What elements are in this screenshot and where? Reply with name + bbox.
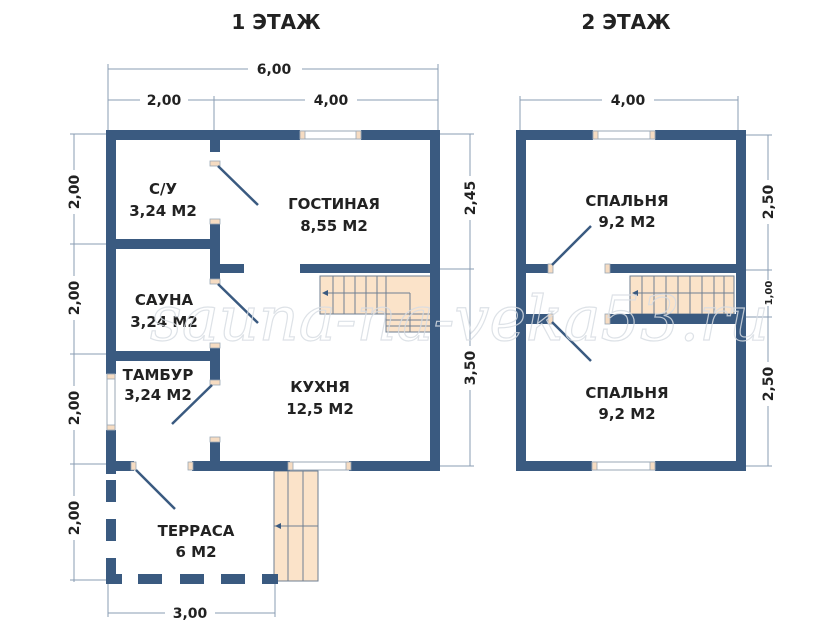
dim-label-right-2: 1,00 [764,281,775,306]
room-name-sauna: САУНА [135,291,194,309]
room-name-tambour: ТАМБУР [123,366,194,384]
room-area-bedroom-1: 9,2 М2 [598,213,655,231]
dim-label-right-2: 3,50 [463,350,479,385]
window [591,461,656,471]
floor-1-interior-stair [319,275,433,333]
dim-label-top-right: 4,00 [314,93,349,109]
dim-label-top-left: 2,00 [147,93,182,109]
room-area-living: 8,55 М2 [300,217,368,235]
door-sauna [217,283,259,324]
room-name-living: ГОСТИНАЯ [288,195,380,213]
room-name-bedroom-1: СПАЛЬНЯ [585,192,668,210]
floor-1-rooms: С/У 3,24 М2 ГОСТИНАЯ 8,55 М2 САУНА 3,24 … [123,180,380,561]
room-area-sauna: 3,24 М2 [130,313,198,331]
floor-2-windows [547,130,656,471]
stair-arrow-icon [275,523,281,529]
dim-label-right-3: 2,50 [761,366,777,401]
dim-label-top-total: 6,00 [257,62,292,78]
window [299,130,362,140]
floor-2-stair [629,275,735,315]
floor-2-rooms: СПАЛЬНЯ 9,2 М2 СПАЛЬНЯ 9,2 М2 [585,192,668,423]
door-terrace [135,469,176,510]
dim-label-left-4: 2,00 [67,500,83,535]
room-name-bedroom-2: СПАЛЬНЯ [585,384,668,402]
dim-label-left-2: 2,00 [67,280,83,315]
floor-1-windows [106,130,362,471]
floor-1-doors [135,165,259,510]
door-bathroom [217,165,259,206]
dim-label-left-3: 2,00 [67,390,83,425]
room-name-terrace: ТЕРРАСА [158,522,235,540]
dim-label-top: 4,00 [611,93,646,109]
room-area-bathroom: 3,24 М2 [129,202,197,220]
door-bedroom-1 [551,225,592,266]
window [592,130,656,140]
room-name-kitchen: КУХНЯ [290,378,350,396]
room-name-bathroom: С/У [149,180,177,198]
floor-2-doors [551,225,592,362]
window [106,373,116,431]
floor-1-terrace-stair [273,470,319,582]
floor-2-walls [516,130,746,471]
floor-1-walls [106,130,440,584]
window [289,461,350,471]
room-area-terrace: 6 М2 [175,543,216,561]
floor-2-dimensions: 4,00 2,50 1,00 2,50 [519,91,777,467]
room-area-kitchen: 12,5 М2 [286,400,354,418]
dim-label-right-1: 2,45 [463,181,479,216]
dim-label-bottom: 3,00 [173,606,208,622]
dim-label-right-1: 2,50 [761,184,777,219]
stair-arrow-icon [632,290,638,296]
watermark: sauna-na-veka53.ru [150,282,769,355]
dim-label-left-1: 2,00 [67,174,83,209]
room-area-bedroom-2: 9,2 М2 [598,405,655,423]
floor-1-dimensions: 6,00 2,00 4,00 2,00 2,00 2,00 2,00 2,45 … [65,60,479,622]
room-area-tambour: 3,24 М2 [124,386,192,404]
floor-2-title: 2 ЭТАЖ [581,10,671,34]
door-bedroom-2 [551,321,592,362]
stair-arrow-icon [322,290,328,296]
floor-1-title: 1 ЭТАЖ [231,10,321,34]
door-tambour [171,384,213,425]
